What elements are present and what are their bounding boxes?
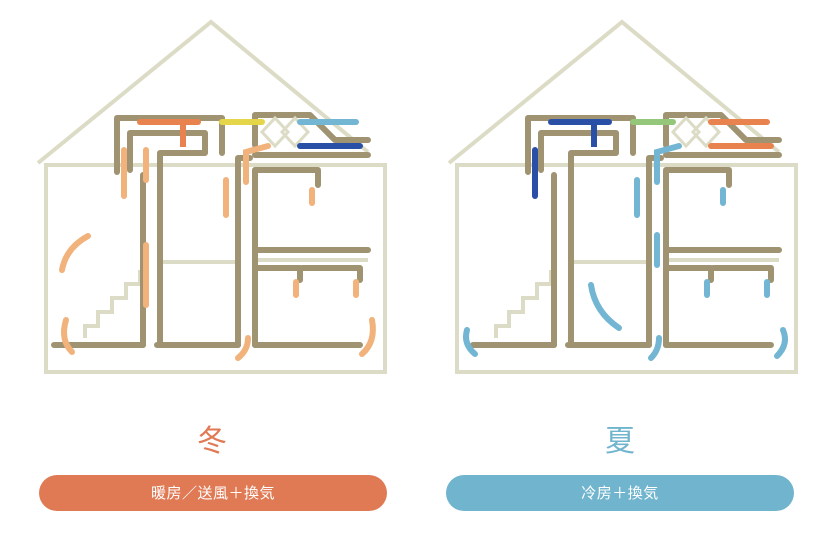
arrow-curve-middle xyxy=(648,335,662,361)
house-roof-outline xyxy=(447,19,781,165)
arrow-curve-up-left xyxy=(59,233,91,273)
arrow-curve-middle xyxy=(235,335,251,361)
house-wall-outline xyxy=(455,163,798,374)
unit-marker xyxy=(180,123,186,147)
winter-house-diagram xyxy=(36,19,387,374)
arrow-curve-right xyxy=(359,317,376,357)
heat-exchanger xyxy=(670,115,722,149)
upper-duct-frame xyxy=(114,115,225,175)
arrow-up-vent xyxy=(654,143,682,185)
arrow-curve-lower-left xyxy=(463,327,478,357)
mode-pill-summer: 冷房＋換気 xyxy=(446,475,794,511)
unit-marker xyxy=(591,123,597,147)
house-roof-outline xyxy=(36,19,370,165)
staircase xyxy=(494,270,553,338)
summer-house-diagram xyxy=(447,19,798,374)
season-label-winter: 冬 xyxy=(197,424,227,459)
mode-pill-winter: 暖房／送風＋換気 xyxy=(39,475,387,511)
arrow-up-vent xyxy=(243,143,271,185)
heat-exchanger xyxy=(259,115,311,149)
right-lower-duct xyxy=(663,265,774,283)
right-lower-duct xyxy=(252,265,363,283)
right-room-duct xyxy=(663,167,732,348)
upper-duct-inner xyxy=(127,130,208,348)
upper-duct-inner xyxy=(538,130,619,348)
house-wall-outline xyxy=(44,163,387,374)
arrow-curve-right xyxy=(774,327,788,359)
vertical-duct-right xyxy=(235,155,253,348)
staircase xyxy=(83,270,142,338)
upper-duct-frame xyxy=(525,115,636,175)
arrow-curve-down-middle xyxy=(588,282,622,331)
arrow-curve-lower-left xyxy=(61,317,75,355)
right-room-duct xyxy=(252,167,321,348)
season-label-summer: 夏 xyxy=(605,424,635,459)
